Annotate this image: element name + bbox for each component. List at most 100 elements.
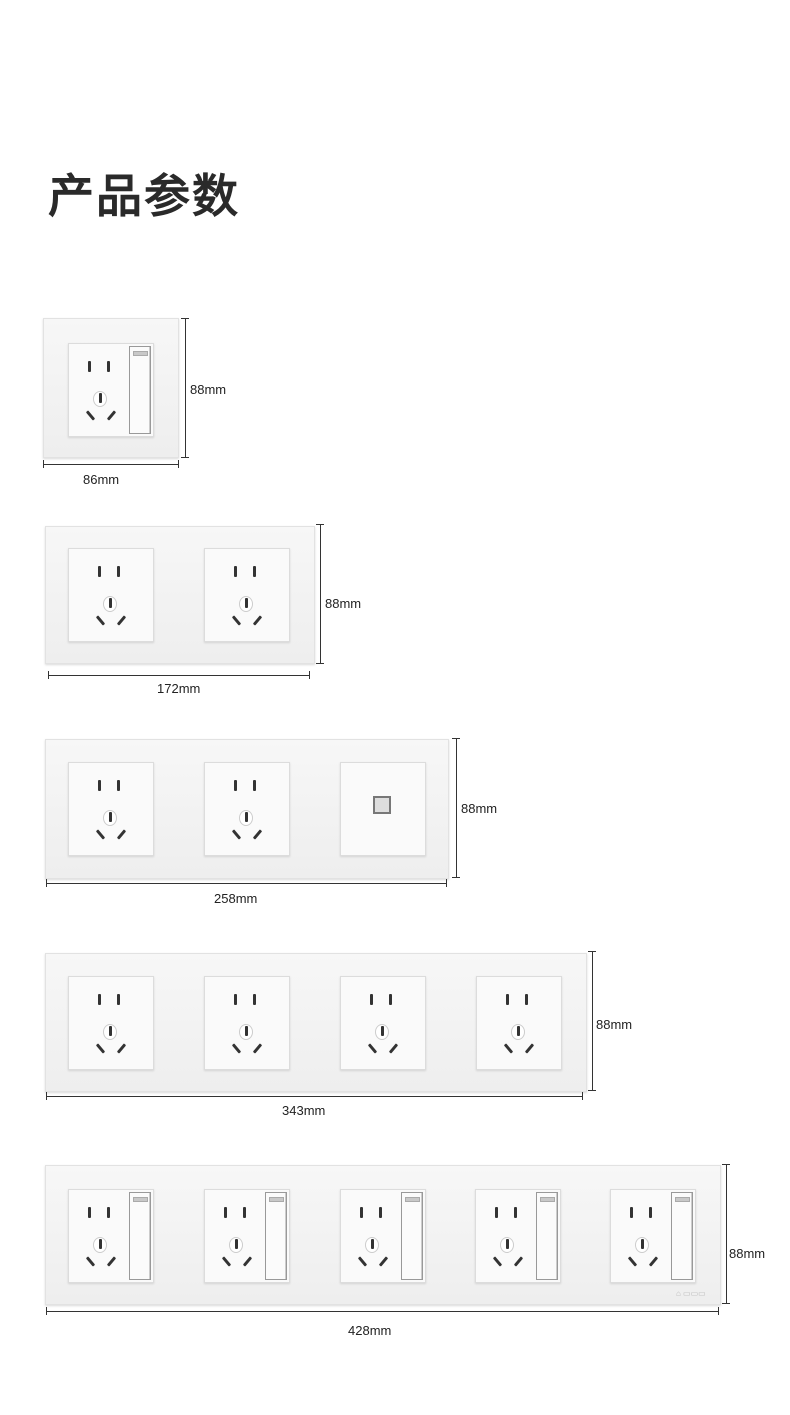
socket-module xyxy=(204,976,290,1070)
socket-module xyxy=(476,976,562,1070)
switch-rocker xyxy=(265,1192,287,1280)
earth-slot xyxy=(641,1239,644,1249)
indicator-led-icon xyxy=(269,1197,284,1202)
width-dimension-line xyxy=(48,675,310,676)
two-pin-slot xyxy=(525,994,528,1005)
dimension-tick xyxy=(582,1092,583,1100)
indicator-led-icon xyxy=(675,1197,690,1202)
socket-module xyxy=(340,976,426,1070)
height-label: 88mm xyxy=(325,596,362,611)
height-dimension-line xyxy=(592,951,593,1091)
two-pin-slot xyxy=(224,1207,227,1218)
two-pin-slot xyxy=(379,1207,382,1218)
earth-slot xyxy=(245,598,248,608)
socket-module xyxy=(68,976,154,1070)
width-dimension-line xyxy=(46,883,447,884)
two-pin-slot xyxy=(107,1207,110,1218)
two-pin-slot xyxy=(234,566,237,577)
width-dimension-line xyxy=(43,464,179,465)
socket-module xyxy=(68,548,154,642)
two-pin-slot xyxy=(514,1207,517,1218)
two-pin-slot xyxy=(234,780,237,791)
height-label: 88mm xyxy=(190,382,227,397)
switch-rocker xyxy=(536,1192,558,1280)
width-dimension-line xyxy=(46,1311,719,1312)
dimension-tick xyxy=(722,1303,730,1304)
width-label: 343mm xyxy=(282,1103,326,1118)
two-pin-slot xyxy=(243,1207,246,1218)
width-label: 172mm xyxy=(157,681,201,696)
two-pin-slot xyxy=(98,994,101,1005)
earth-slot xyxy=(99,393,102,403)
width-label: 86mm xyxy=(83,472,120,487)
two-pin-slot xyxy=(360,1207,363,1218)
dimension-tick xyxy=(48,671,49,679)
socket-module xyxy=(204,548,290,642)
two-pin-slot xyxy=(88,1207,91,1218)
earth-slot xyxy=(109,598,112,608)
width-label: 258mm xyxy=(214,891,258,906)
dimension-tick xyxy=(178,460,179,468)
dimension-tick xyxy=(309,671,310,679)
two-pin-slot xyxy=(495,1207,498,1218)
earth-slot xyxy=(381,1026,384,1036)
two-pin-slot xyxy=(98,780,101,791)
indicator-led-icon xyxy=(133,351,148,356)
height-label: 88mm xyxy=(729,1246,766,1261)
earth-slot xyxy=(109,1026,112,1036)
dimension-tick xyxy=(46,879,47,887)
two-pin-slot xyxy=(253,994,256,1005)
two-pin-slot xyxy=(649,1207,652,1218)
page-title: 产品参数 xyxy=(48,169,240,223)
width-label: 428mm xyxy=(348,1323,392,1338)
dimension-tick xyxy=(452,738,460,739)
switch-rocker xyxy=(129,1192,151,1280)
two-pin-slot xyxy=(88,361,91,372)
two-pin-slot xyxy=(117,994,120,1005)
earth-slot xyxy=(506,1239,509,1249)
dimension-tick xyxy=(181,318,189,319)
dimension-tick xyxy=(446,879,447,887)
socket-module xyxy=(204,762,290,856)
height-dimension-line xyxy=(456,738,457,878)
network-port-icon xyxy=(373,796,391,814)
brand-logo-icon: ⌂ ▭▭▭ xyxy=(676,1289,706,1298)
earth-slot xyxy=(245,1026,248,1036)
two-pin-slot xyxy=(630,1207,633,1218)
height-dimension-line xyxy=(185,318,186,458)
indicator-led-icon xyxy=(540,1197,555,1202)
two-pin-slot xyxy=(253,566,256,577)
width-dimension-line xyxy=(46,1096,583,1097)
dimension-tick xyxy=(316,524,324,525)
two-pin-slot xyxy=(370,994,373,1005)
dimension-tick xyxy=(452,877,460,878)
earth-slot xyxy=(245,812,248,822)
earth-slot xyxy=(517,1026,520,1036)
height-label: 88mm xyxy=(461,801,498,816)
two-pin-slot xyxy=(234,994,237,1005)
two-pin-slot xyxy=(253,780,256,791)
two-pin-slot xyxy=(107,361,110,372)
height-label: 88mm xyxy=(596,1017,633,1032)
indicator-led-icon xyxy=(405,1197,420,1202)
socket-module xyxy=(68,762,154,856)
dimension-tick xyxy=(588,951,596,952)
dimension-tick xyxy=(43,460,44,468)
two-pin-slot xyxy=(506,994,509,1005)
height-dimension-line xyxy=(726,1164,727,1304)
two-pin-slot xyxy=(117,780,120,791)
earth-slot xyxy=(371,1239,374,1249)
dimension-tick xyxy=(722,1164,730,1165)
earth-slot xyxy=(99,1239,102,1249)
two-pin-slot xyxy=(389,994,392,1005)
dimension-tick xyxy=(588,1090,596,1091)
earth-slot xyxy=(235,1239,238,1249)
two-pin-slot xyxy=(98,566,101,577)
dimension-tick xyxy=(181,457,189,458)
switch-rocker xyxy=(671,1192,693,1280)
two-pin-slot xyxy=(117,566,120,577)
switch-rocker xyxy=(129,346,151,434)
dimension-tick xyxy=(46,1307,47,1315)
earth-slot xyxy=(109,812,112,822)
indicator-led-icon xyxy=(133,1197,148,1202)
